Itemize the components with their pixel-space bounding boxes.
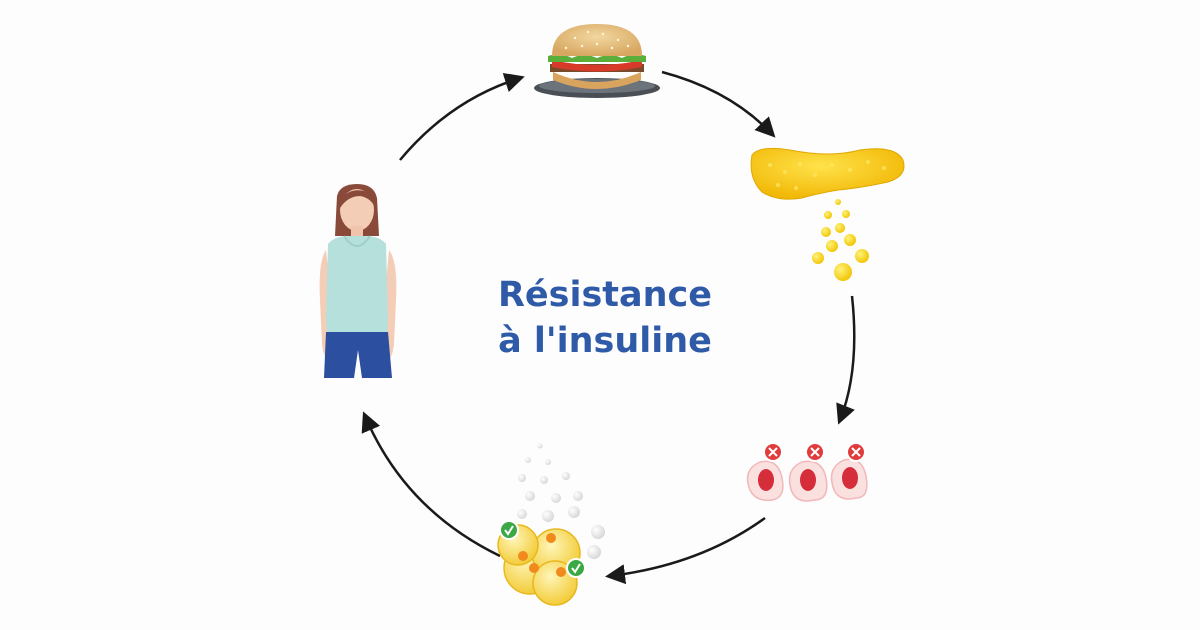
arrow-pancreas-to-cells (836, 295, 856, 425)
cell-3 (830, 442, 868, 500)
arrow-woman-to-burger (399, 72, 525, 161)
fat-cells-icon (497, 443, 605, 606)
check-badge-icon (566, 558, 586, 578)
burger-icon (534, 24, 660, 98)
check-badge-icon (499, 520, 519, 540)
cycle-title-line-2: à l'insuline (498, 321, 712, 361)
pancreas-icon (750, 147, 905, 281)
cycle-arrows (361, 70, 856, 585)
cycle-title-line-1: Résistance (497, 275, 713, 315)
cell-2 (788, 442, 828, 502)
blocked-cells-icon (746, 442, 868, 502)
glucose-particles-icon (517, 443, 605, 559)
arrow-burger-to-pancreas (661, 70, 776, 138)
insulin-drops-icon (812, 199, 869, 281)
cycle-title: Résistance à l'insuline (430, 272, 780, 364)
cell-1 (746, 442, 784, 502)
woman-icon (319, 184, 397, 378)
arrow-fat-to-woman (361, 411, 501, 558)
arrow-cells-to-fat (605, 516, 766, 585)
